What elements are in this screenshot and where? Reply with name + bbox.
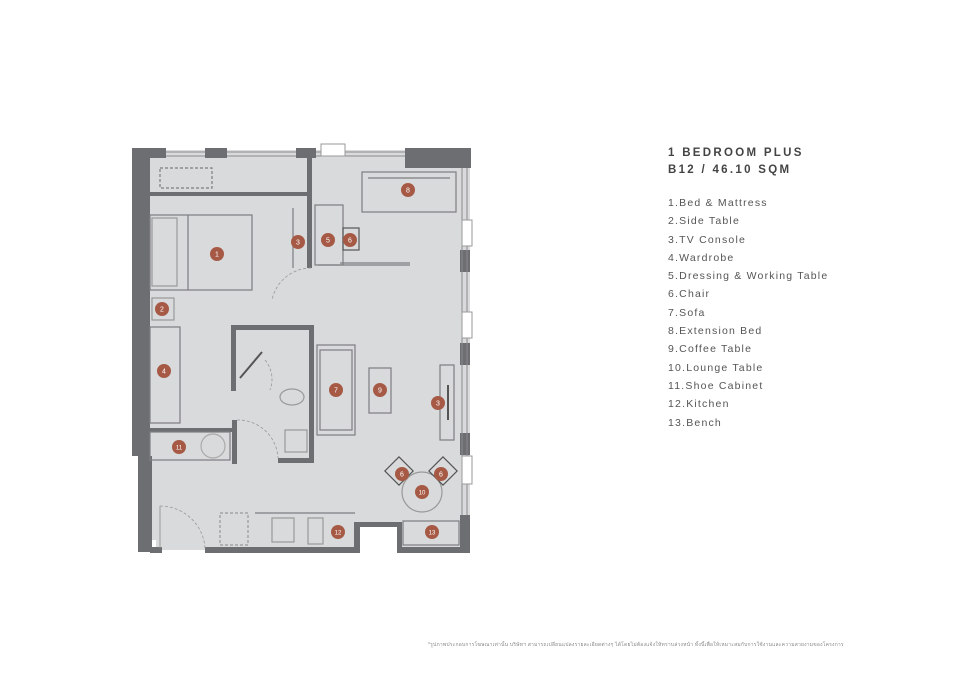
legend-item: 3.TV Console — [668, 233, 747, 246]
legend-item: 12.Kitchen — [668, 398, 730, 411]
marker-10: 10 — [415, 485, 429, 499]
floor-area — [140, 150, 470, 550]
legend-item: 4.Wardrobe — [668, 251, 735, 264]
legend-item: 11.Shoe Cabinet — [668, 379, 764, 392]
legend-item: 1.Bed & Mattress — [668, 197, 768, 209]
disclaimer-footnote: *รูปภาพประกอบการโฆษณาเท่านั้น บริษัทฯ สา… — [428, 642, 844, 648]
legend-item: 2.Side Table — [668, 215, 741, 228]
marker-6: 6 — [343, 233, 357, 247]
svg-text:11: 11 — [176, 446, 183, 452]
svg-text:4: 4 — [162, 369, 166, 376]
exterior-walls — [132, 148, 471, 553]
interior-walls — [150, 158, 314, 464]
furniture-legend: 1.Bed & Mattress 2.Side Table 3.TV Conso… — [668, 194, 828, 432]
svg-text:3: 3 — [296, 240, 300, 247]
svg-text:3: 3 — [436, 401, 440, 408]
legend-item: 13.Bench — [668, 416, 722, 429]
marker-7: 7 — [329, 383, 343, 397]
unit-header: 1 BEDROOM PLUS B12 / 46.10 SQM — [668, 145, 804, 179]
marker-4: 4 — [157, 364, 171, 378]
svg-text:10: 10 — [419, 491, 426, 497]
svg-text:6: 6 — [348, 238, 352, 245]
svg-text:2: 2 — [160, 307, 164, 314]
door-swings — [159, 267, 312, 549]
svg-text:5: 5 — [326, 238, 330, 245]
legend-item: 9.Coffee Table — [668, 343, 753, 356]
marker-8: 8 — [401, 183, 415, 197]
marker-3: 3 — [291, 235, 305, 249]
svg-text:1: 1 — [215, 252, 219, 259]
legend-item: 7.Sofa — [668, 306, 706, 319]
marker-9: 9 — [373, 383, 387, 397]
marker-1: 1 — [210, 247, 224, 261]
svg-text:6: 6 — [439, 472, 443, 479]
marker-12: 12 — [331, 525, 345, 539]
svg-text:9: 9 — [378, 388, 382, 395]
marker-5: 5 — [321, 233, 335, 247]
legend-item: 10.Lounge Table — [668, 361, 764, 374]
svg-text:12: 12 — [335, 531, 342, 537]
marker-11: 11 — [172, 440, 186, 454]
svg-text:8: 8 — [406, 188, 410, 195]
svg-text:13: 13 — [429, 531, 436, 537]
marker-3: 3 — [431, 396, 445, 410]
legend-item: 5.Dressing & Working Table — [668, 270, 829, 283]
marker-2: 2 — [155, 302, 169, 316]
unit-info: B12 / 46.10 SQM — [668, 164, 792, 176]
legend-item: 6.Chair — [668, 288, 711, 301]
unit-type: 1 BEDROOM PLUS — [668, 147, 804, 159]
svg-text:6: 6 — [400, 472, 404, 479]
legend-item: 8.Extension Bed — [668, 325, 763, 338]
marker-13: 13 — [425, 525, 439, 539]
windows — [166, 143, 473, 515]
svg-text:7: 7 — [334, 388, 338, 395]
marker-6: 6 — [434, 467, 448, 481]
marker-6: 6 — [395, 467, 409, 481]
